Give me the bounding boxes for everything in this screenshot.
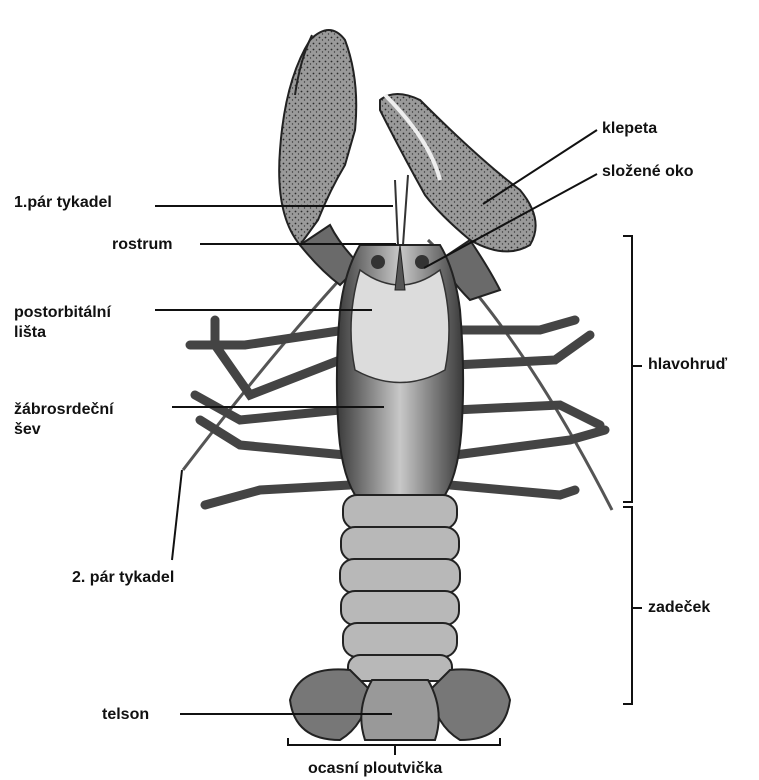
left-walking-legs xyxy=(190,320,350,505)
label-second-antennae: 2. pár tykadel xyxy=(72,568,174,587)
label-tail-fan: ocasní ploutvička xyxy=(308,759,442,778)
label-abdomen: zadeček xyxy=(648,598,710,617)
label-telson: telson xyxy=(102,705,149,724)
tail-fan xyxy=(290,669,510,740)
label-postorbital-line2: lišta xyxy=(14,323,46,342)
first-antennae xyxy=(395,175,408,245)
label-claws: klepeta xyxy=(602,119,657,138)
label-cephalothorax: hlavohruď xyxy=(648,355,727,374)
label-rostrum: rostrum xyxy=(112,235,172,254)
abdomen-segments xyxy=(340,495,460,681)
cephalothorax-shell xyxy=(337,245,463,495)
label-branchiocardiac-line1: žábrosrdeční xyxy=(14,400,114,419)
abdomen-bracket xyxy=(623,507,642,704)
label-branchiocardiac-line2: šev xyxy=(14,420,41,439)
label-compound-eye: složené oko xyxy=(602,162,694,181)
cephalothorax-bracket xyxy=(623,236,642,502)
right-walking-legs xyxy=(450,320,605,495)
left-claw xyxy=(279,30,360,285)
label-first-antennae: 1.pár tykadel xyxy=(14,193,112,212)
label-postorbital-line1: postorbitální xyxy=(14,303,111,322)
